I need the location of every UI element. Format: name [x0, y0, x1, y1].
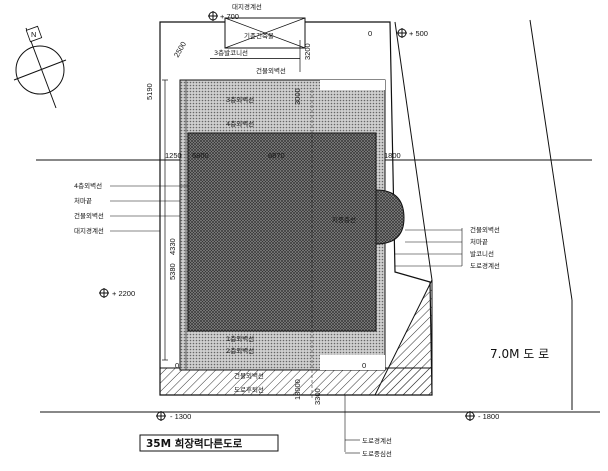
- level-marker-right: [397, 28, 407, 38]
- level-marker-bottom-left: [156, 411, 166, 421]
- level-marker-top: [208, 11, 218, 21]
- level-top: + 700: [220, 12, 239, 21]
- right-labels: 건물외벽선 처마끝 발코니선 도로경계선: [395, 225, 500, 270]
- label-road-boundary-bottom: 도로경계선: [362, 436, 392, 445]
- label-pond: 지중층선: [332, 215, 356, 224]
- label-road-south-title: 35M 희장력다른도로: [146, 437, 243, 450]
- road-south-title-box: [139, 434, 279, 452]
- north-label: N: [31, 30, 36, 39]
- dim-top-b: 3200: [303, 43, 312, 60]
- bay-projection: [375, 189, 405, 245]
- setback-strip-south: [159, 367, 433, 396]
- dim-left-a: 5190: [145, 83, 154, 100]
- label-floor3-outer-wall: 3층외벽선: [226, 95, 254, 104]
- dim-left-b: 4330: [168, 238, 177, 255]
- north-arrow-icon: N: [13, 25, 67, 109]
- label-boundary-left: 대지경계선: [74, 226, 104, 235]
- level-right: + 500: [409, 29, 428, 38]
- dim-mid-right: 1800: [384, 151, 401, 160]
- level-bottom-zero-right: 0: [362, 361, 366, 370]
- label-road-setback-bottom: 도로후퇴선: [234, 385, 264, 394]
- dim-vertical-right: 3000: [293, 88, 302, 105]
- label-boundary-top: 대지경계선: [232, 2, 262, 11]
- level-left: + 2200: [112, 289, 135, 298]
- dim-bottom: 3300: [313, 388, 322, 405]
- level-marker-bottom-right: [465, 411, 475, 421]
- label-road-boundary-right: 도로경계선: [470, 261, 500, 270]
- level-bottom-left: - 1300: [170, 412, 191, 421]
- label-floor1-outer-wall: 1층외벽선: [226, 334, 254, 343]
- level-right-zero: 0: [368, 29, 372, 38]
- building-core: [187, 132, 377, 332]
- label-floor4-outer-wall-left: 4층외벽선: [74, 181, 102, 190]
- dim-vertical-center: 18000: [293, 379, 302, 400]
- label-building-outline-left: 건물외벽선: [74, 211, 104, 220]
- label-building-outline-top: 건물외벽선: [256, 66, 286, 75]
- dim-top-a: 2500: [172, 40, 188, 59]
- label-building-outline-right: 건물외벽선: [470, 225, 500, 234]
- dim-mid-center: 6870: [268, 151, 285, 160]
- label-eave-right: 처마끝: [470, 237, 488, 246]
- label-existing-building: 기존건축물: [244, 31, 274, 40]
- label-building-outline-bottom: 건물외벽선: [234, 371, 264, 380]
- label-third-floor-setback: 3층발코니선: [214, 48, 248, 57]
- label-road-centerline: 도로중심선: [362, 449, 392, 458]
- label-floor2-outer-wall: 2층외벽선: [226, 346, 254, 355]
- left-labels: 4층외벽선 처마끝 건물외벽선 대지경계선: [74, 181, 188, 235]
- level-bottom-right: - 1800: [478, 412, 499, 421]
- label-balcony-line: 발코니선: [470, 249, 494, 258]
- label-floor4-outer-wall: 4층외벽선: [226, 119, 254, 128]
- dim-mid-left-b: 6800: [192, 151, 209, 160]
- level-bottom-zero-left: 0: [175, 361, 179, 370]
- label-road-east: 7.0M 도 로: [490, 347, 549, 361]
- dim-left-c: 5380: [168, 263, 177, 280]
- road-boundary-east: [394, 21, 433, 281]
- dim-mid-left: 1250: [165, 151, 182, 160]
- label-eave-left: 처마끝: [74, 196, 92, 205]
- level-marker-left: [99, 288, 109, 298]
